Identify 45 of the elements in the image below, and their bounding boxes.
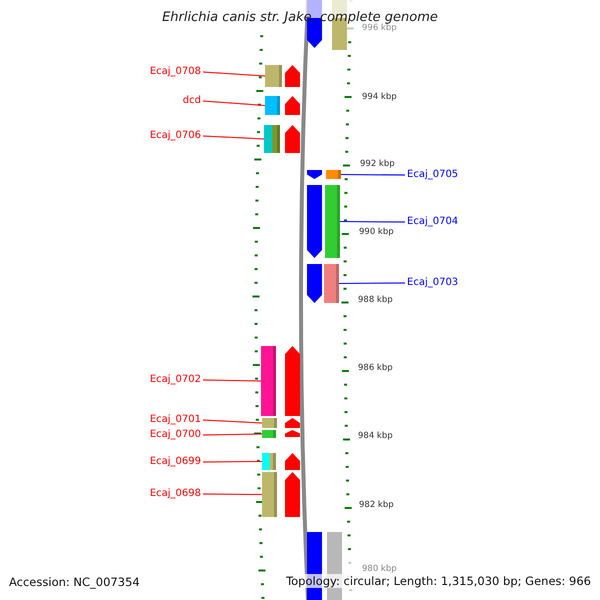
scale-label: 986 kbp [358, 363, 393, 373]
gene-label: Ecaj_0699 [150, 456, 201, 468]
diagram-title: Ehrlichia canis str. Jake, complete genome [161, 10, 439, 25]
gene-label: dcd [182, 95, 201, 107]
genome-info-text: Topology: circular; Length: 1,315,030 bp; Genes: 966 [286, 574, 591, 588]
leader-line [202, 420, 262, 424]
gene-bar [262, 472, 277, 517]
gene-bar [324, 264, 339, 303]
scale-label: 994 kbp [362, 92, 397, 102]
leader-line [202, 434, 262, 436]
gene-bar [265, 96, 280, 115]
gene-bar [262, 430, 276, 438]
gene-label: Ecaj_0708 [150, 66, 201, 78]
gene-label: Ecaj_0700 [150, 429, 201, 441]
gene-label: Ecaj_0698 [150, 488, 201, 500]
leader-line [202, 461, 262, 462]
leader-line [202, 100, 266, 106]
gene-bar [325, 185, 340, 258]
leader-line [202, 494, 262, 495]
scale-label: 992 kbp [360, 159, 395, 169]
leader-line [338, 282, 406, 284]
gene-label: Ecaj_0703 [407, 277, 458, 289]
gene-label: Ecaj_0705 [407, 169, 458, 181]
gene-bar [326, 170, 341, 179]
scale-label: 996 kbp [362, 23, 397, 33]
leader-line [202, 136, 264, 140]
gene-label: Ecaj_0704 [407, 216, 458, 228]
scale-label: 984 kbp [358, 431, 393, 441]
gene-label: Ecaj_0706 [150, 130, 201, 142]
leader-line [202, 380, 262, 382]
accession-text: Accession: NC_007354 [9, 575, 140, 589]
gene-bar [265, 65, 282, 87]
gene-bar [264, 125, 280, 153]
leader-line [202, 72, 266, 76]
gene-label: Ecaj_0702 [150, 374, 201, 386]
gene-bar [262, 418, 277, 428]
gene-bar [262, 453, 276, 470]
scale-label: 988 kbp [358, 295, 393, 305]
scale-label: 980 kbp [362, 564, 397, 574]
gene-label: Ecaj_0701 [150, 414, 201, 426]
scale-label: 982 kbp [359, 500, 394, 510]
leader-line [340, 174, 406, 176]
leader-line [340, 221, 406, 222]
scale-label: 990 kbp [359, 227, 394, 237]
gene-bar [261, 346, 276, 416]
